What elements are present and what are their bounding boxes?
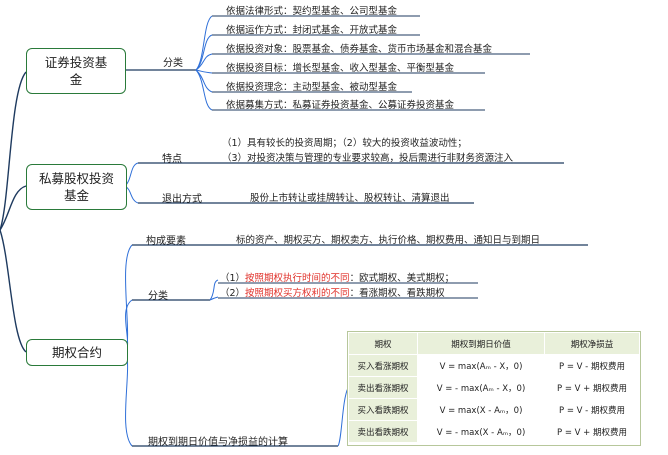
node-securities-fund-label: 证券投资基金 — [44, 55, 108, 87]
table-cell-name: 买入看涨期权 — [348, 354, 418, 377]
table-cell-value: V = - max(X - Aₘ，0) — [417, 420, 545, 443]
table-header-net: 期权净损益 — [544, 332, 640, 355]
pe-exit-text: 股份上市转让或挂牌转让、股权转让、清算退出 — [250, 193, 450, 204]
securities-item-3: 依据投资对象：股票基金、债券基金、货币市场基金和混合基金 — [226, 44, 493, 55]
table-cell-net: P = V - 期权费用 — [544, 398, 640, 421]
option-value-table-frame — [347, 331, 641, 446]
table-cell-net: P = V + 期权费用 — [544, 420, 640, 443]
option-category-2-rest: ：看涨期权、看跌期权 — [349, 288, 445, 299]
option-value-table: 期权 期权到期日价值 期权净损益 买入看涨期权 V = max(Aₘ - X，0… — [348, 332, 640, 443]
securities-item-1: 依据法律形式：契约型基金、公司型基金 — [226, 6, 398, 17]
table-row: 买入看跌期权 V = max(X - Aₘ，0) P = V - 期权费用 — [348, 398, 640, 421]
table-row: 卖出看涨期权 V = - max(Aₘ - X，0) P = V + 期权费用 — [348, 376, 640, 399]
table-cell-value: V = max(Aₘ - X，0) — [417, 354, 545, 377]
table-header-option: 期权 — [348, 332, 418, 355]
option-category-1-prefix: （1） — [220, 273, 246, 284]
table-cell-value: V = - max(Aₘ - X，0) — [417, 376, 545, 399]
table-row: 买入看涨期权 V = max(Aₘ - X，0) P = V - 期权费用 — [348, 354, 640, 377]
node-private-equity-fund[interactable]: 私募股权投资基金 — [26, 164, 127, 210]
table-cell-value: V = max(X - Aₘ，0) — [417, 398, 545, 421]
option-elements-text: 标的资产、期权买方、期权卖方、执行价格、期权费用、通知日与到期日 — [236, 235, 541, 246]
table-cell-net: P = V - 期权费用 — [544, 354, 640, 377]
pe-features-line2: （3）对投资决策与管理的专业要求较高，投后需进行非财务资源注入 — [222, 153, 514, 164]
table-header-row: 期权 期权到期日价值 期权净损益 — [348, 332, 640, 355]
node-option-contract[interactable]: 期权合约 — [26, 339, 128, 366]
option-category-label: 分类 — [148, 291, 168, 302]
table-header-value: 期权到期日价值 — [417, 332, 545, 355]
table-cell-name: 卖出看跌期权 — [348, 420, 418, 443]
node-option-contract-label: 期权合约 — [51, 345, 102, 360]
option-category-1-rest: ：欧式期权、美式期权； — [349, 273, 455, 284]
node-private-equity-fund-label: 私募股权投资基金 — [38, 171, 114, 203]
node-securities-fund[interactable]: 证券投资基金 — [26, 48, 126, 94]
securities-item-4: 依据投资目标：增长型基金、收入型基金、平衡型基金 — [226, 63, 455, 74]
pe-features-label: 特点 — [162, 154, 182, 165]
option-category-2-highlight: 按照期权买方权利的不同 — [245, 288, 350, 299]
securities-item-6: 依据募集方式：私募证券投资基金、公募证券投资基金 — [226, 100, 455, 111]
table-cell-net: P = V + 期权费用 — [544, 376, 640, 399]
securities-category-label: 分类 — [163, 58, 183, 69]
option-category-2-prefix: （2） — [220, 288, 246, 299]
securities-item-5: 依据投资理念：主动型基金、被动型基金 — [226, 82, 398, 93]
option-elements-label: 构成要素 — [146, 236, 186, 247]
option-category-2: （2）按照期权买方权利的不同：看涨期权、看跌期权 — [220, 285, 445, 299]
securities-item-2: 依据运作方式：封闭式基金、开放式基金 — [226, 25, 398, 36]
table-cell-name: 卖出看涨期权 — [348, 376, 418, 399]
option-category-1-highlight: 按照期权执行时间的不同 — [245, 273, 350, 284]
table-cell-name: 买入看跌期权 — [348, 398, 418, 421]
option-category-1: （1）按照期权执行时间的不同：欧式期权、美式期权； — [220, 270, 454, 284]
pe-features-line1: （1）具有较长的投资周期；（2）较大的投资收益波动性； — [222, 138, 467, 149]
option-calc-label: 期权到期日价值与净损益的计算 — [148, 437, 288, 448]
table-row: 卖出看跌期权 V = - max(X - Aₘ，0) P = V + 期权费用 — [348, 420, 640, 443]
pe-exit-label: 退出方式 — [162, 194, 202, 205]
